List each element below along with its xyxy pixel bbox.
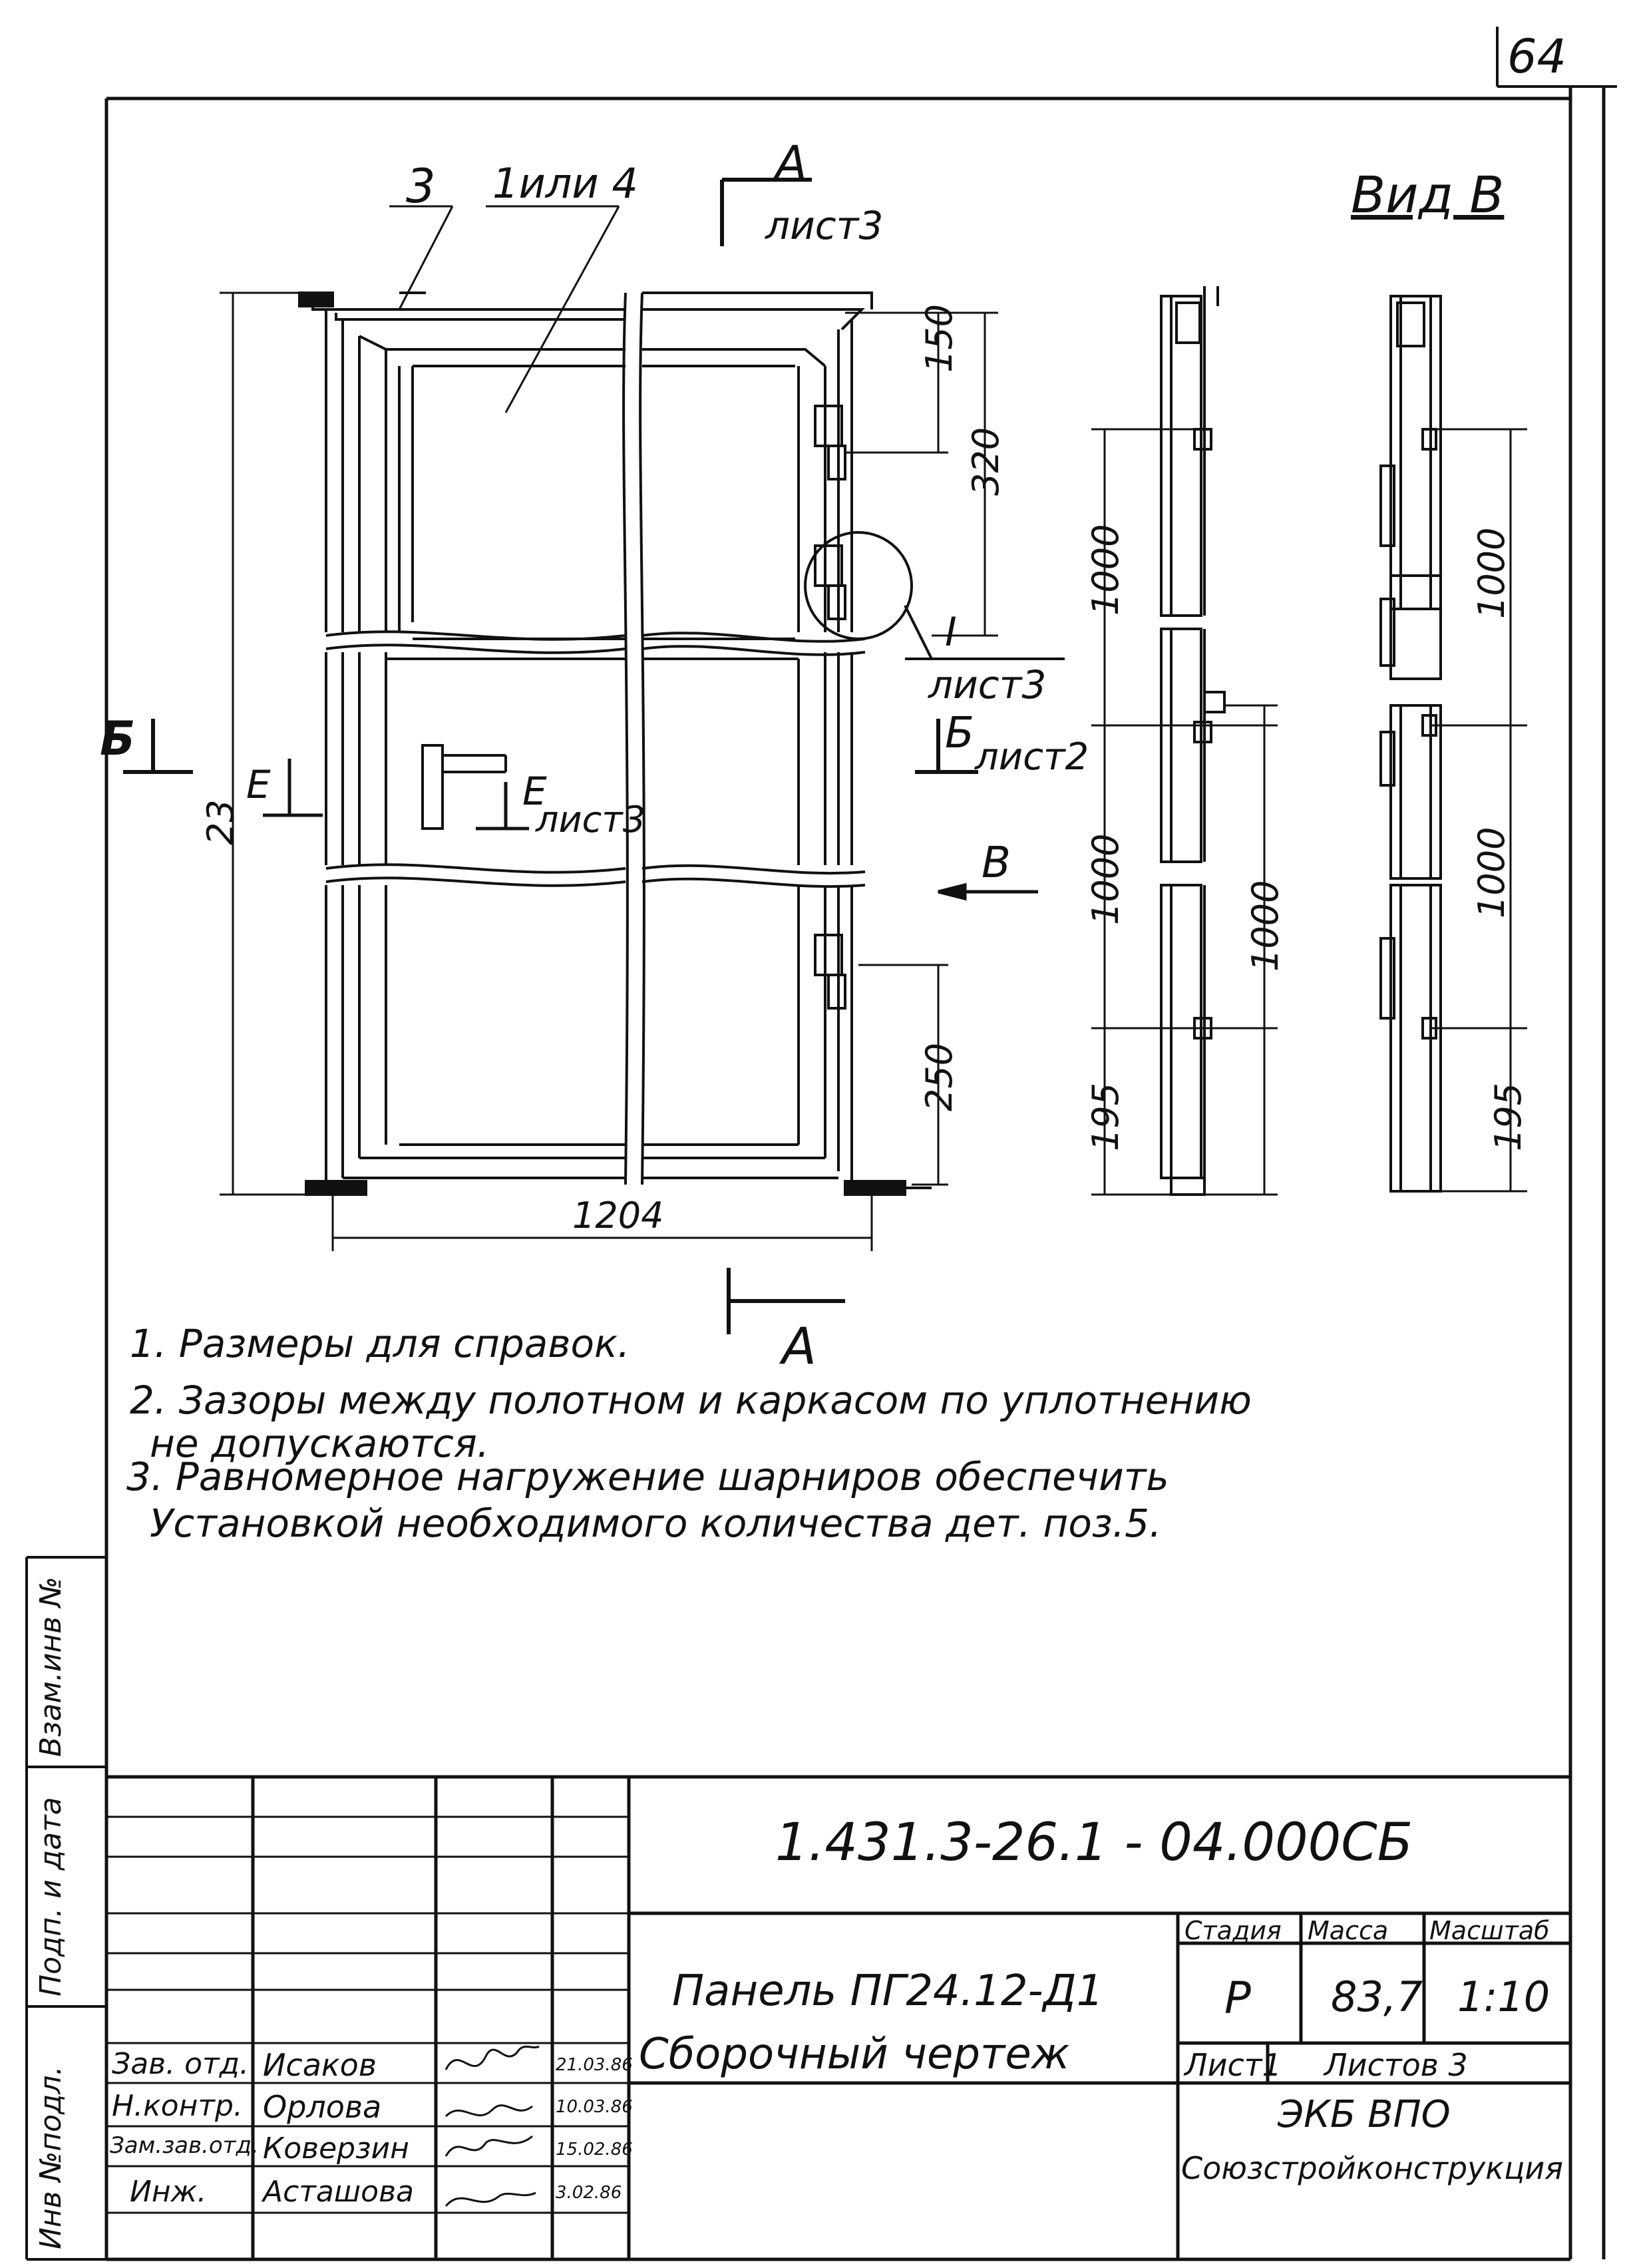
side-stamp-frame — [25, 1556, 106, 2261]
side-view-1 — [1160, 286, 1226, 1196]
detail-i-sheet: лист3 — [928, 662, 1047, 707]
note-3: 3. Равномерное нагружение шарниров обесп… — [126, 1454, 1169, 1499]
section-a-markers — [720, 178, 845, 1334]
mass-header: Масса — [1308, 1916, 1389, 1945]
side2-dim-1000-a: 1000 — [1471, 527, 1513, 619]
note-2-cont: не допускаются. — [150, 1421, 490, 1466]
page-number: 64 — [1507, 29, 1567, 84]
mass-value: 83,7 — [1331, 1973, 1423, 2021]
sig-name-1: Исаков — [263, 2047, 377, 2083]
title-block-rows — [106, 1815, 629, 2214]
section-e-left-letter: Е — [246, 762, 271, 807]
side-stamp-replaced-inv: Взам.инв № — [34, 1577, 68, 1757]
leader-lines — [389, 205, 620, 413]
section-a-top-sheet: лист3 — [765, 203, 884, 248]
sig-date-3: 15.02.86 — [556, 2140, 633, 2160]
section-a-top-letter: A — [775, 136, 807, 190]
product-name: Панель ПГ24.12-Д1 — [672, 1967, 1104, 2016]
side2-dim-195: 195 — [1487, 1082, 1529, 1151]
sig-name-2: Орлова — [263, 2089, 382, 2125]
dim-height: 23 — [200, 799, 242, 845]
side2-dim-1000-b: 1000 — [1471, 827, 1513, 918]
doc-code: 1.431.3-26.1 - 04.000СБ — [775, 1813, 1413, 1873]
sheet-number: Лист1 — [1184, 2047, 1282, 2083]
side1-dim-1000-a: 1000 — [1085, 524, 1127, 616]
sig-role-1: Зав. отд. — [112, 2047, 250, 2081]
sheet-frame — [104, 87, 1606, 2261]
side-view-2 — [1379, 295, 1442, 1193]
front-dimensions — [220, 291, 998, 1251]
sig-date-1: 21.03.86 — [556, 2055, 633, 2075]
view-arrow-b-letter: В — [982, 839, 1011, 888]
section-e-markers — [263, 759, 529, 831]
side-stamp-signature-date: Подп. и дата — [34, 1797, 68, 1996]
section-a-bottom-letter: A — [782, 1316, 816, 1376]
stage-header: Стадия — [1184, 1916, 1282, 1945]
dim-320: 320 — [965, 427, 1007, 496]
dim-150: 150 — [918, 303, 960, 373]
drawing-type: Сборочный чертеж — [639, 2030, 1070, 2079]
sig-date-2: 10.03.86 — [556, 2097, 633, 2117]
dim-250: 250 — [918, 1042, 960, 1111]
section-b-left-letter: Б — [100, 711, 136, 766]
side-stamp-inv-original: Инв №подл. — [34, 2066, 68, 2249]
organization-line1: ЭКБ ВПО — [1278, 2093, 1451, 2136]
sheets-total: Листов 3 — [1324, 2047, 1468, 2083]
sig-date-4: 3.02.86 — [556, 2183, 622, 2203]
section-b-right-sheet: лист2 — [975, 735, 1089, 779]
section-e-right-sheet: лист3 — [536, 799, 646, 841]
view-b-title: Вид В — [1351, 165, 1505, 224]
side-view-1-dimensions — [1091, 428, 1278, 1196]
note-1: 1. Размеры для справок. — [130, 1321, 630, 1366]
stage-value: Р — [1224, 1973, 1251, 2024]
organization-line2: Союзстройконструкция — [1181, 2150, 1563, 2186]
detail-i-label: I — [945, 609, 957, 656]
position-label-3: 3 — [406, 159, 436, 214]
side-view-2-dimensions — [1431, 428, 1527, 1193]
sig-name-4: Асташова — [263, 2175, 414, 2209]
note-2: 2. Зазоры между полотном и каркасом по у… — [130, 1378, 1252, 1423]
sig-name-3: Коверзин — [263, 2132, 409, 2166]
note-3-cont: Установкой необходимого количества дет. … — [150, 1501, 1162, 1546]
section-b-markers — [123, 719, 978, 774]
sig-role-4: Инж. — [130, 2175, 207, 2209]
section-b-right-letter: Б — [945, 709, 974, 758]
section-e-right-letter: Е — [522, 769, 547, 814]
sig-role-2: Н.контр. — [112, 2089, 243, 2123]
scale-header: Масштаб — [1429, 1916, 1550, 1945]
view-b-arrow — [938, 882, 1038, 901]
dim-width: 1204 — [572, 1195, 664, 1236]
side1-dim-1000-b: 1000 — [1085, 833, 1127, 925]
page-number-box — [1496, 27, 1617, 88]
position-label-1-or-4: 1или 4 — [492, 159, 638, 208]
scale-value: 1:10 — [1457, 1973, 1550, 2021]
side1-dim-1000-c: 1000 — [1244, 880, 1286, 972]
signatures-drawn — [445, 2045, 540, 2207]
side1-dim-195: 195 — [1085, 1082, 1127, 1151]
sig-role-3: Зам.зав.отд. — [110, 2132, 259, 2159]
front-view — [298, 291, 1065, 1196]
